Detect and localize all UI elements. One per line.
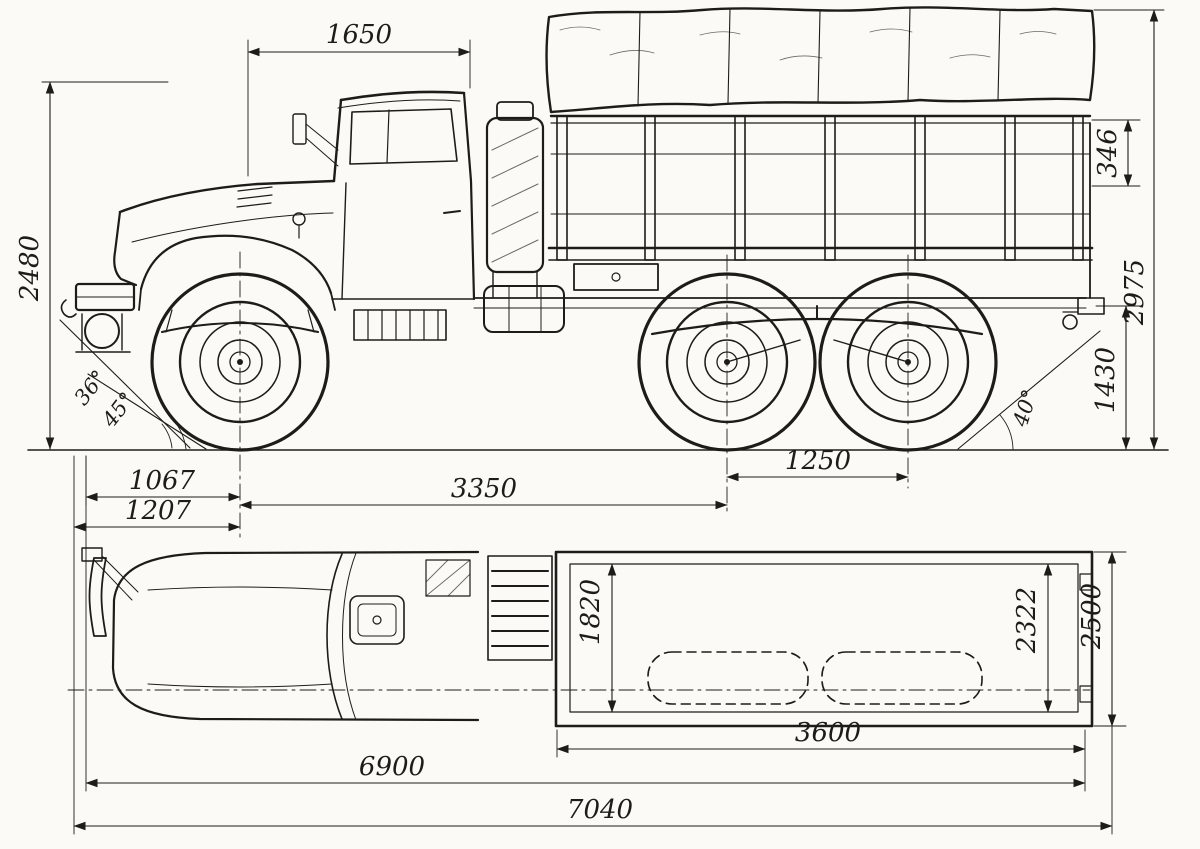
dim-1067-label: 1067 [129, 466, 196, 496]
dim-7040-label: 7040 [567, 795, 633, 825]
dim-overall-height: 2480 [15, 81, 169, 450]
winch-drum [84, 313, 120, 349]
middle-wheel [637, 272, 817, 452]
top-platform [554, 550, 1094, 728]
side-view: 36° 45° 40° 1650 2480 346 [15, 6, 1169, 835]
roof-hatch [349, 595, 405, 645]
dim-width-over-bed: 2322 [1012, 563, 1053, 713]
dim-1650-label: 1650 [326, 20, 392, 50]
dim-346-label: 346 [1093, 128, 1123, 178]
chassis [161, 297, 1087, 363]
dim-overall-width: 2500 [1077, 551, 1127, 727]
rear-tow-hook [1062, 314, 1078, 330]
angle-45-label: 45° [97, 388, 139, 433]
fender-lamp [292, 212, 306, 226]
dim-1430-label: 1430 [1091, 347, 1121, 413]
top-view: 1820 2322 2500 3600 6900 7040 [67, 455, 1127, 835]
wheel-arch-middle [647, 651, 809, 705]
front-wheel [150, 272, 330, 452]
top-stack [487, 555, 553, 661]
dim-6900-label: 6900 [359, 752, 425, 782]
dim-cab-length: 1650 [247, 20, 471, 177]
tool-box [573, 263, 659, 291]
dim-length-no-winch: 6900 [85, 455, 1086, 792]
dim-front-overhang-full: 1207 [73, 455, 241, 835]
mirror [292, 113, 307, 145]
tarpaulin [545, 6, 1096, 114]
cab-and-hood [60, 90, 476, 353]
dim-2480-label: 2480 [15, 235, 45, 302]
dim-wheelbase: 3350 [239, 474, 728, 510]
dim-bed-length: 3600 [556, 718, 1086, 792]
dim-2322-label: 2322 [1012, 587, 1042, 654]
top-mirror [81, 547, 103, 562]
dim-1820-label: 1820 [576, 579, 606, 645]
top-bumper [88, 557, 107, 637]
angle-36-label: 36° [70, 366, 112, 410]
front-fender [139, 234, 333, 295]
air-intake-stack [485, 101, 545, 299]
cargo-bed [545, 6, 1105, 330]
tow-hook [60, 299, 77, 318]
fuel-tank [483, 285, 565, 333]
dim-bogie-base: 1250 [726, 446, 909, 482]
dim-2500-label: 2500 [1077, 583, 1107, 650]
dim-1207-label: 1207 [125, 496, 192, 526]
angle-rear-label: 40° [1008, 387, 1042, 431]
dim-1250-label: 1250 [785, 446, 851, 476]
dim-3350-label: 3350 [451, 474, 517, 504]
top-cab [81, 547, 553, 722]
dim-2975-label: 2975 [1120, 259, 1150, 326]
dim-3600-label: 3600 [795, 718, 861, 748]
dim-bed-inner-width: 1820 [576, 563, 617, 713]
rear-wheel [818, 272, 998, 452]
dim-overall-length: 7040 [73, 725, 1113, 835]
dim-loading-height: 1430 [1091, 305, 1141, 450]
dim-board-height: 346 [1091, 119, 1141, 187]
wheel-arch-rear [821, 651, 983, 705]
step-box [353, 309, 447, 341]
departure-angle-line: 40° [957, 330, 1101, 450]
bogie-spring [650, 317, 984, 336]
front-spring [161, 322, 319, 333]
